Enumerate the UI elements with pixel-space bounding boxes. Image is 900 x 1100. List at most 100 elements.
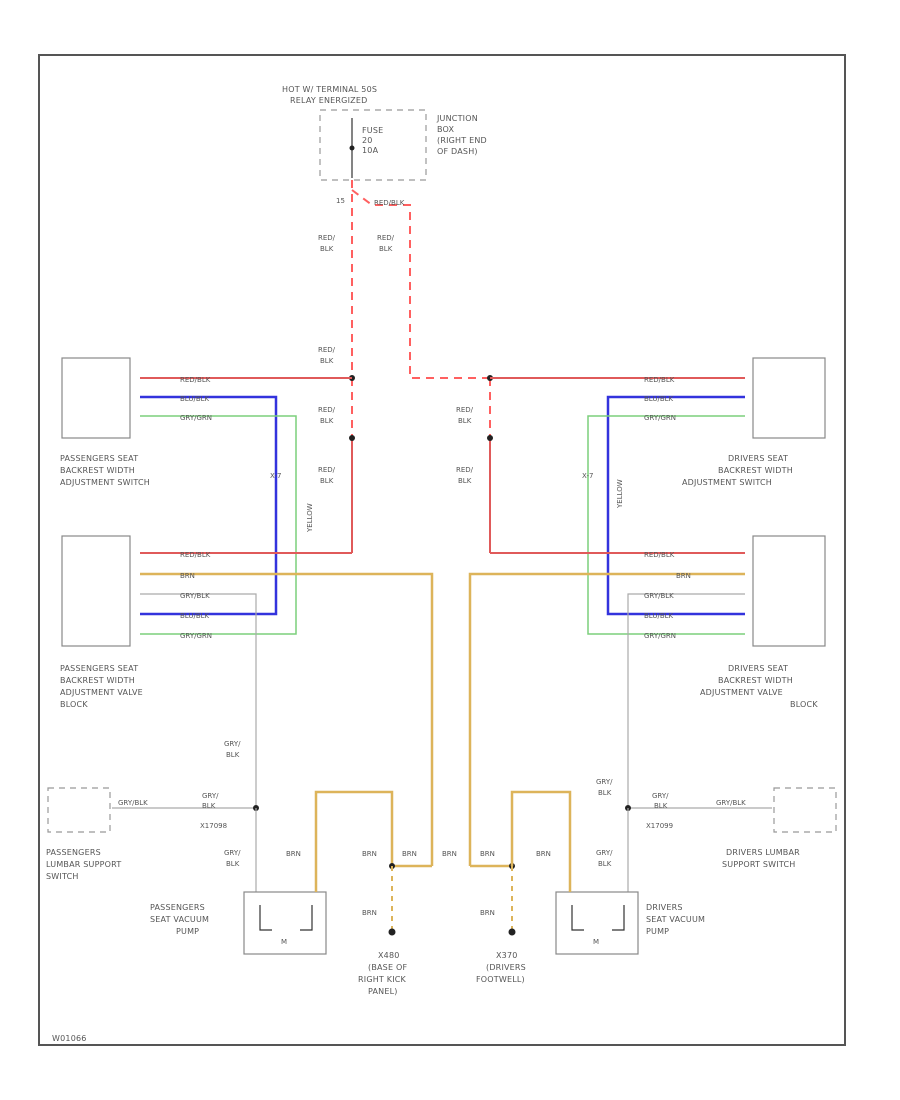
pass-pump-label-2: SEAT VACUUM bbox=[150, 915, 209, 924]
drv-lumbar-wire-label-2b: BLK bbox=[654, 802, 668, 810]
pass-switch-label-3: ADJUSTMENT SWITCH bbox=[60, 478, 150, 487]
drv-splice-label: X17099 bbox=[646, 822, 673, 830]
drv-connector-mark: X-7 bbox=[582, 472, 593, 480]
fuse-label-2: 20 bbox=[362, 136, 373, 145]
pass-valve-label-3: ADJUSTMENT VALVE bbox=[60, 688, 143, 697]
drv-valve-label-e: GRY/GRN bbox=[644, 632, 676, 640]
drv-green-loop bbox=[587, 415, 745, 635]
drv-pump-switch bbox=[571, 905, 625, 931]
drv-valve-label-d: BLU/BLK bbox=[644, 612, 674, 620]
pass-valve-label-c: GRY/BLK bbox=[180, 592, 210, 600]
drv-valve-label-b: BRN bbox=[676, 572, 691, 580]
pass-switch-label-1: PASSENGERS SEAT bbox=[60, 454, 138, 463]
pass-valve-label-4: BLOCK bbox=[60, 700, 88, 709]
drv-gray-label-1: GRY/ bbox=[596, 778, 613, 786]
ground-right-point bbox=[508, 928, 516, 936]
drv-switch-label-2: BACKREST WIDTH bbox=[718, 466, 793, 475]
red-label-g2: BLK bbox=[458, 477, 472, 485]
drv-pump-label-3: PUMP bbox=[646, 927, 669, 936]
pass-blue-loop bbox=[140, 395, 278, 616]
drv-pump-label-1: DRIVERS bbox=[646, 903, 683, 912]
red-label-b1: RED/ bbox=[377, 234, 395, 242]
pass-green-loop bbox=[140, 415, 297, 635]
pass-pump-brown-wire bbox=[314, 790, 394, 892]
drv-lumbar-label-1: DRIVERS LUMBAR bbox=[726, 848, 800, 857]
pass-connector-mark: X-7 bbox=[270, 472, 281, 480]
pass-valve-gray-wire bbox=[140, 593, 257, 808]
ground-left-point bbox=[388, 928, 396, 936]
passenger-lumbar-switch bbox=[47, 787, 111, 833]
red-label-a2: BLK bbox=[320, 245, 334, 253]
drv-yellow-label: YELLOW bbox=[616, 479, 624, 509]
pass-splice-label: X17098 bbox=[200, 822, 227, 830]
drv-lumbar-wire-label: GRY/BLK bbox=[716, 799, 746, 807]
ground-left-label-2: (BASE OF bbox=[368, 963, 407, 972]
ground-right-label-3: FOOTWELL) bbox=[476, 975, 525, 984]
ground-right-label-1: X370 bbox=[496, 951, 518, 960]
gnd-left-brn-1: BRN bbox=[362, 850, 377, 858]
pass-lumbar-wire-label: GRY/BLK bbox=[118, 799, 148, 807]
drv-lumbar-wire-label-2a: GRY/ bbox=[652, 792, 669, 800]
grounds: BRN BRN BRN X480 (BASE OF RIGHT KICK PAN… bbox=[358, 850, 526, 996]
gnd-right-brn-2: BRN bbox=[480, 850, 495, 858]
pass-lumbar-label-3: SWITCH bbox=[46, 872, 79, 881]
junction-box-fuse: HOT W/ TERMINAL 50S RELAY ENERGIZED FUSE… bbox=[282, 85, 487, 205]
drv-valve-brown-wire bbox=[468, 572, 745, 866]
hot-label-1: HOT W/ TERMINAL 50S bbox=[282, 85, 377, 94]
diagram-frame bbox=[38, 54, 846, 1046]
pass-valve-label-1: PASSENGERS SEAT bbox=[60, 664, 138, 673]
pass-valve-label-d: BLU/BLK bbox=[180, 612, 210, 620]
drv-valve-gray-wire bbox=[627, 593, 745, 808]
pass-switch-label-2: BACKREST WIDTH bbox=[60, 466, 135, 475]
red-label-b2: BLK bbox=[379, 245, 393, 253]
splice-red-left-2 bbox=[349, 435, 355, 441]
jb-label-4: OF DASH) bbox=[437, 147, 478, 156]
pass-valve-label-a: RED/BLK bbox=[180, 551, 211, 559]
drv-valve-label-c: GRY/BLK bbox=[644, 592, 674, 600]
gnd-left-brn-3: BRN bbox=[362, 909, 377, 917]
ground-left-label-4: PANEL) bbox=[368, 987, 398, 996]
red-label-d2: BLK bbox=[320, 417, 334, 425]
drv-pump-label-2: SEAT VACUUM bbox=[646, 915, 705, 924]
red-feed-right bbox=[351, 189, 490, 379]
fuse-label-3: 10A bbox=[362, 146, 379, 155]
drv-wire-label-3: GRY/GRN bbox=[644, 414, 676, 422]
driver-backrest-switch bbox=[752, 357, 826, 439]
driver-side: DRIVERS SEAT BACKREST WIDTH ADJUSTMENT S… bbox=[468, 357, 837, 955]
passenger-valve-block bbox=[61, 535, 131, 647]
pass-valve-brown-wire bbox=[140, 572, 434, 866]
drv-wire-label-2: BLU/BLK bbox=[644, 395, 674, 403]
drv-switch-label-1: DRIVERS SEAT bbox=[728, 454, 788, 463]
drv-switch-label-3: ADJUSTMENT SWITCH bbox=[682, 478, 772, 487]
gnd-right-brn-1: BRN bbox=[442, 850, 457, 858]
splice-red-right-2 bbox=[487, 435, 493, 441]
pass-valve-label-e: GRY/GRN bbox=[180, 632, 212, 640]
red-label-c1: RED/ bbox=[318, 346, 336, 354]
passenger-side: PASSENGERS SEAT BACKREST WIDTH ADJUSTMEN… bbox=[46, 357, 434, 955]
pass-gray-label-4: BLK bbox=[226, 860, 240, 868]
red-label-e1: RED/ bbox=[318, 466, 336, 474]
pass-wire-label-2: BLU/BLK bbox=[180, 395, 210, 403]
pass-pump-label-3: PUMP bbox=[176, 927, 199, 936]
drv-wire-label-1: RED/BLK bbox=[644, 376, 675, 384]
diagram-code: W01066 bbox=[52, 1034, 87, 1043]
pass-valve-label-b: BRN bbox=[180, 572, 195, 580]
driver-lumbar-switch bbox=[773, 787, 837, 833]
hot-label-2: RELAY ENERGIZED bbox=[290, 96, 367, 105]
gnd-right-brn-3: BRN bbox=[480, 909, 495, 917]
ground-right-label-2: (DRIVERS bbox=[486, 963, 526, 972]
ground-left-label-1: X480 bbox=[378, 951, 400, 960]
red-splice-label: RED/BLK bbox=[374, 199, 405, 207]
red-label-c2: BLK bbox=[320, 357, 334, 365]
pass-pump-brn-label: BRN bbox=[286, 850, 301, 858]
drv-pump-brn-label: BRN bbox=[536, 850, 551, 858]
fuse-pin-label: 15 bbox=[336, 197, 345, 205]
pass-pump-switch bbox=[259, 905, 313, 931]
red-label-g1: RED/ bbox=[456, 466, 474, 474]
red-feed-wires: RED/BLK RED/ BLK RED/ BLK RED/ BLK RED/ … bbox=[318, 180, 493, 553]
drv-valve-label-4: BLOCK bbox=[790, 700, 818, 709]
drv-lumbar-label-2: SUPPORT SWITCH bbox=[722, 860, 795, 869]
pass-valve-label-2: BACKREST WIDTH bbox=[60, 676, 135, 685]
passenger-backrest-switch bbox=[61, 357, 131, 439]
